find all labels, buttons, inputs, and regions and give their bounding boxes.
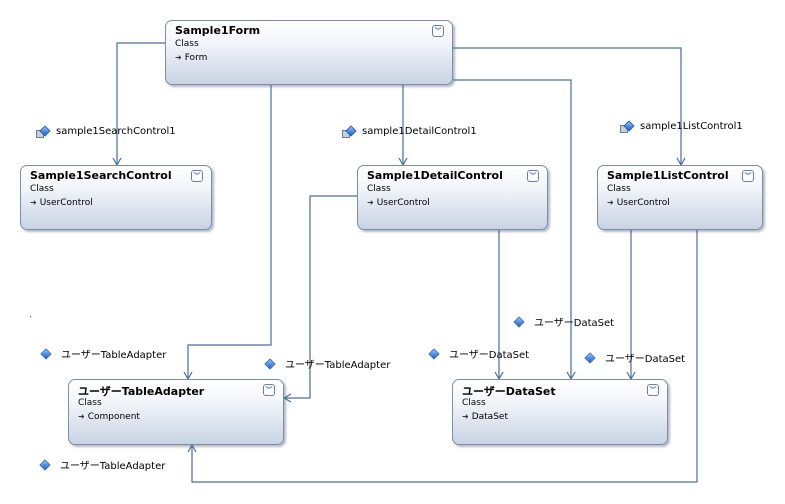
- inheritance-arrow-icon: ➜: [30, 198, 37, 207]
- association-name: sample1SearchControl1: [56, 126, 176, 137]
- field-icon: [39, 458, 51, 471]
- association-name: sample1ListControl1: [640, 121, 743, 132]
- base-type-label: UserControl: [39, 198, 93, 208]
- link-form-adapter: [183, 85, 272, 381]
- class-kind: Class: [462, 398, 486, 408]
- base-type: ➜Form: [175, 53, 207, 63]
- field-icon: [428, 347, 440, 360]
- link-list-adapter: [187, 230, 698, 483]
- inheritance-arrow-icon: ➜: [607, 198, 614, 207]
- association-label-form-dataset[interactable]: ユーザーDataSet: [513, 314, 615, 329]
- link-form-list: [453, 47, 686, 167]
- association-name: ユーザーTableAdapter: [285, 360, 391, 371]
- class-shape-detail-control[interactable]: Sample1DetailControl Class ➜UserControl …: [357, 165, 548, 230]
- base-type-label: Form: [184, 53, 208, 63]
- class-kind: Class: [175, 39, 199, 49]
- association-label-detail-adapter[interactable]: ユーザーTableAdapter: [264, 356, 391, 371]
- association-name: sample1DetailControl1: [362, 126, 477, 137]
- class-shape-table-adapter[interactable]: ユーザーTableAdapter Class ➜Component ︾: [68, 379, 284, 445]
- collapse-chevron-icon[interactable]: ︾: [742, 170, 754, 182]
- class-name: Sample1SearchControl: [30, 169, 172, 182]
- property-icon: [620, 122, 632, 133]
- class-shape-search-control[interactable]: Sample1SearchControl Class ➜UserControl …: [20, 165, 212, 230]
- class-name: Sample1Form: [175, 24, 261, 37]
- collapse-chevron-icon[interactable]: ︾: [432, 25, 444, 37]
- link-form-search: [112, 42, 165, 167]
- stray-dot: [30, 316, 31, 317]
- base-type-label: DataSet: [471, 412, 508, 422]
- association-name: ユーザーDataSet: [534, 318, 615, 329]
- association-label-search-control[interactable]: sample1SearchControl1: [36, 126, 176, 138]
- field-icon: [264, 357, 276, 370]
- base-type: ➜Component: [78, 412, 140, 422]
- association-label-list-control[interactable]: sample1ListControl1: [620, 121, 743, 133]
- class-kind: Class: [78, 398, 102, 408]
- field-icon: [513, 315, 525, 328]
- collapse-chevron-icon[interactable]: ︾: [527, 170, 539, 182]
- base-type: ➜UserControl: [30, 198, 93, 208]
- property-icon: [342, 127, 354, 138]
- class-shape-form[interactable]: Sample1Form Class ➜Form ︾: [165, 20, 453, 85]
- base-type-label: UserControl: [376, 198, 430, 208]
- association-label-detail-control[interactable]: sample1DetailControl1: [342, 126, 477, 138]
- association-label-list-dataset[interactable]: ユーザーDataSet: [584, 350, 686, 365]
- class-name: ユーザーDataSet: [462, 385, 556, 398]
- association-label-form-adapter[interactable]: ユーザーTableAdapter: [40, 346, 167, 361]
- class-name: Sample1DetailControl: [367, 169, 503, 182]
- field-icon: [40, 347, 52, 360]
- association-label-detail-dataset[interactable]: ユーザーDataSet: [428, 346, 530, 361]
- association-name: ユーザーDataSet: [449, 350, 530, 361]
- property-icon: [36, 127, 48, 138]
- base-type: ➜DataSet: [462, 412, 508, 422]
- inheritance-arrow-icon: ➜: [175, 53, 182, 62]
- association-label-list-adapter[interactable]: ユーザーTableAdapter: [39, 457, 166, 472]
- collapse-chevron-icon[interactable]: ︾: [647, 384, 659, 396]
- base-type: ➜UserControl: [367, 198, 430, 208]
- base-type: ➜UserControl: [607, 198, 670, 208]
- class-name: ユーザーTableAdapter: [78, 385, 205, 398]
- base-type-label: UserControl: [616, 198, 670, 208]
- class-name: Sample1ListControl: [607, 169, 729, 182]
- link-detail-adapter: [282, 195, 357, 403]
- base-type-label: Component: [87, 412, 140, 422]
- class-shape-list-control[interactable]: Sample1ListControl Class ➜UserControl ︾: [597, 165, 763, 230]
- class-kind: Class: [367, 184, 391, 194]
- class-kind: Class: [30, 184, 54, 194]
- inheritance-arrow-icon: ➜: [462, 412, 469, 421]
- inheritance-arrow-icon: ➜: [367, 198, 374, 207]
- link-form-dataset: [453, 79, 576, 381]
- collapse-chevron-icon[interactable]: ︾: [191, 170, 203, 182]
- association-name: ユーザーDataSet: [605, 354, 686, 365]
- class-shape-dataset[interactable]: ユーザーDataSet Class ➜DataSet ︾: [452, 379, 668, 445]
- collapse-chevron-icon[interactable]: ︾: [263, 384, 275, 396]
- class-kind: Class: [607, 184, 631, 194]
- inheritance-arrow-icon: ➜: [78, 412, 85, 421]
- association-name: ユーザーTableAdapter: [60, 461, 166, 472]
- association-name: ユーザーTableAdapter: [61, 350, 167, 361]
- field-icon: [584, 351, 596, 364]
